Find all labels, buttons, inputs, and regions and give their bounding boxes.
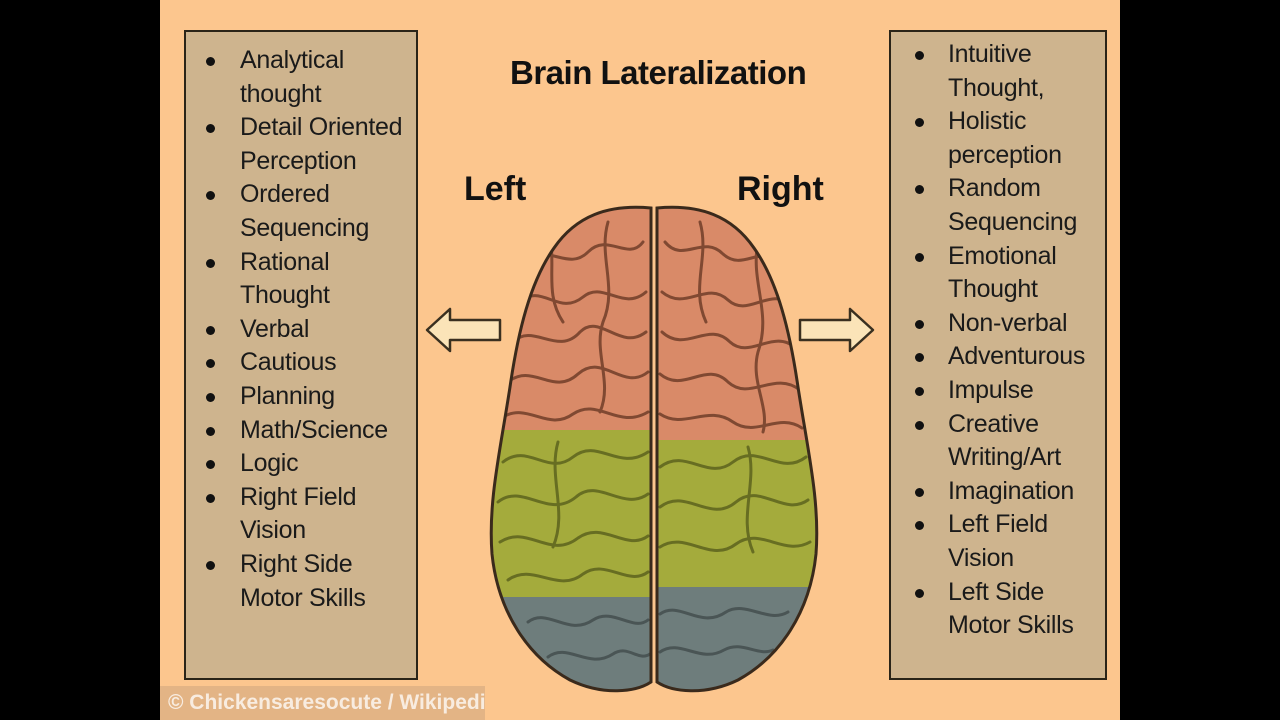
list-item: Right Field Vision [186,481,416,548]
bullet-icon [206,258,215,268]
list-item: Analytical thought [186,44,416,111]
bullet-icon [206,57,215,66]
list-item: Impulse [891,374,1105,408]
image-credit: © Chickensaresocute / Wikipedia [160,686,485,720]
list-item: Random Sequencing [891,172,1105,239]
bullet-icon [915,319,924,329]
left-arrow-icon [425,307,502,353]
bullet-icon [915,420,924,430]
list-item: Ordered Sequencing [186,178,416,245]
right-hemisphere-label: Right [737,170,824,208]
list-item: Left Field Vision [891,508,1105,575]
bullet-icon [206,460,215,470]
list-item: Non-verbal [891,307,1105,341]
list-item: Planning [186,380,416,414]
list-item: Emotional Thought [891,240,1105,307]
bullet-icon [206,191,215,201]
list-item: Logic [186,447,416,481]
bullet-icon [915,353,924,363]
bullet-icon [915,51,924,60]
bullet-icon [915,487,924,497]
bullet-icon [915,588,924,598]
brain-illustration [489,205,819,693]
bullet-icon [206,325,215,335]
bullet-icon [206,359,215,369]
bullet-icon [206,124,215,134]
bullet-icon [206,426,215,436]
bullet-icon [915,386,924,396]
left-traits-list: Analytical thought Detail Oriented Perce… [186,32,416,615]
list-item: Adventurous [891,340,1105,374]
list-item: Cautious [186,346,416,380]
left-hemisphere-label: Left [464,170,527,208]
right-traits-list: Intuitive Thought, Holistic perception R… [891,32,1105,643]
list-item: Rational Thought [186,246,416,313]
bullet-icon [915,118,924,128]
bullet-icon [915,185,924,195]
bullet-icon [206,493,215,503]
list-item: Verbal [186,313,416,347]
right-arrow-icon [798,307,875,353]
slide: Analytical thought Detail Oriented Perce… [160,0,1120,720]
list-item: Left Side Motor Skills [891,576,1105,643]
list-item: Imagination [891,475,1105,509]
bullet-icon [915,521,924,531]
bullet-icon [206,560,215,570]
bullet-icon [915,252,924,262]
page-title: Brain Lateralization [510,54,807,91]
bullet-icon [206,392,215,402]
left-traits-panel: Analytical thought Detail Oriented Perce… [184,30,418,680]
list-item: Right Side Motor Skills [186,548,416,615]
list-item: Math/Science [186,414,416,448]
right-traits-panel: Intuitive Thought, Holistic perception R… [889,30,1107,680]
list-item: Detail Oriented Perception [186,111,416,178]
list-item: Holistic perception [891,105,1105,172]
list-item: Creative Writing/Art [891,408,1105,475]
list-item: Intuitive Thought, [891,38,1105,105]
